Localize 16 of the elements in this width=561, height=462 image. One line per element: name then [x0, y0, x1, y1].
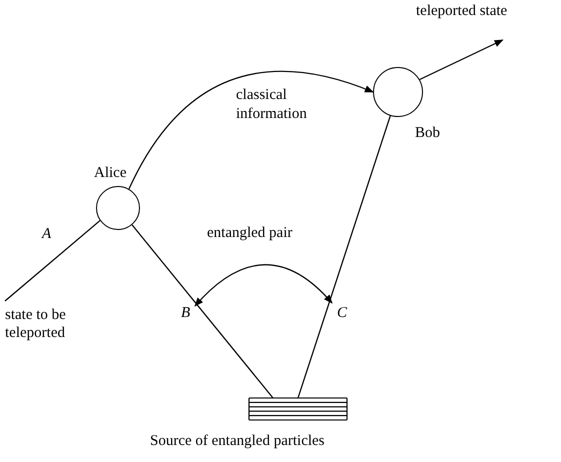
node-label: Bob — [415, 125, 440, 142]
arrow — [128, 71, 374, 190]
source-caption: Source of entangled particles — [150, 433, 325, 450]
annotation-label: entangled pair — [207, 225, 292, 242]
edge-label: B — [181, 305, 190, 322]
line — [297, 116, 391, 398]
arrow — [419, 39, 504, 80]
text-label: state to be teleported — [5, 306, 117, 342]
edge-label: C — [337, 305, 348, 322]
text-label: teleported state — [416, 2, 508, 20]
edge-label: classical information — [236, 86, 308, 124]
source-group — [150, 397, 350, 450]
line — [4, 220, 100, 302]
line — [132, 224, 274, 398]
node-label: Alice — [94, 165, 126, 182]
edge-label: A — [42, 226, 52, 243]
